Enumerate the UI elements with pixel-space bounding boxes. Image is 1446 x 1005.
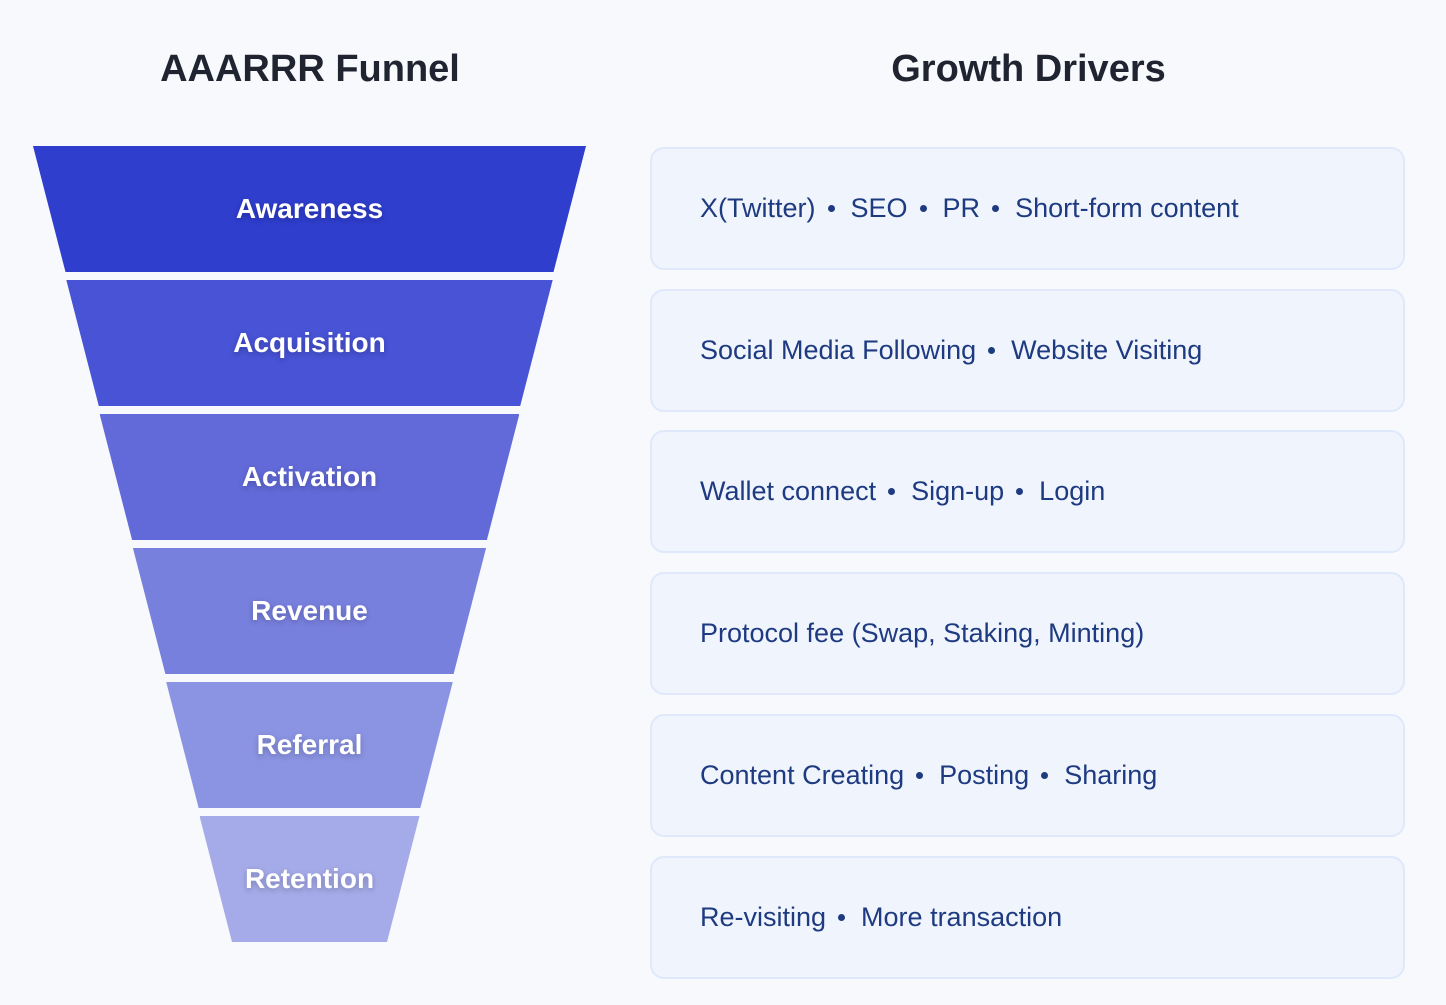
growth-driver-item: More transaction <box>861 901 1063 932</box>
bullet-dot <box>888 488 896 496</box>
growth-driver-item: X(Twitter) <box>700 193 816 223</box>
bullet-dot <box>988 346 996 354</box>
funnel-stage-acquisition: Acquisition <box>66 280 553 406</box>
bullet-dot <box>838 913 846 921</box>
growth-driver-item: Login <box>1039 476 1106 507</box>
growth-driver-item: Protocol fee (Swap, Staking, Minting) <box>700 618 1145 649</box>
growth-driver-item: Content Creating <box>700 759 905 790</box>
growth-driver-item: SEO <box>850 193 908 223</box>
growth-driver-card: Re-visiting More transaction <box>650 855 1405 979</box>
funnel-stage-label: Retention <box>244 863 375 894</box>
growth-driver-item: Website Visiting <box>1011 334 1203 365</box>
bullet-dot <box>992 205 1000 212</box>
growth-driver-card: Social Media Following Website Visiting <box>650 288 1405 412</box>
bullet-dot <box>1016 488 1024 496</box>
growth-drivers-title: Growth Drivers <box>891 48 1166 90</box>
growth-driver-card: X(Twitter) SEO PR Short-form content <box>650 147 1405 270</box>
growth-driver-item: Sharing <box>1064 759 1158 790</box>
funnel-stage-activation: Activation <box>99 414 520 540</box>
growth-driver-item: Sign-up <box>911 476 1005 507</box>
bullet-dot <box>916 771 924 779</box>
funnel-stage-awareness: Awareness <box>33 146 586 272</box>
growth-driver-item: Short-form content <box>1015 193 1239 223</box>
growth-driver-card: Wallet connect Sign-up Login <box>650 430 1405 554</box>
funnel-stage-label: Awareness <box>235 193 384 224</box>
growth-driver-item: Wallet connect <box>700 476 877 507</box>
bullet-dot <box>919 205 927 212</box>
funnel-stage-referral: Referral <box>166 682 453 808</box>
funnel-stage-label: Activation <box>241 461 378 492</box>
funnel-stage-label: Acquisition <box>233 327 386 358</box>
growth-driver-item: Re-visiting <box>700 901 827 932</box>
funnel-stage-label: Referral <box>256 729 363 760</box>
funnel-title: AAARRR Funnel <box>160 48 460 90</box>
funnel-stage-retention: Retention <box>199 816 420 942</box>
funnel-stage-revenue: Revenue <box>132 548 487 674</box>
growth-driver-card: Content Creating Posting Sharing <box>650 713 1405 837</box>
growth-driver-item: Posting <box>939 759 1030 790</box>
growth-driver-item: PR <box>942 193 981 223</box>
funnel-stage-label: Revenue <box>251 595 368 626</box>
bullet-dot <box>1041 771 1049 779</box>
bullet-dot <box>827 205 835 212</box>
growth-driver-card: Protocol fee (Swap, Staking, Minting) <box>650 572 1405 696</box>
growth-driver-item: Social Media Following <box>700 334 977 365</box>
